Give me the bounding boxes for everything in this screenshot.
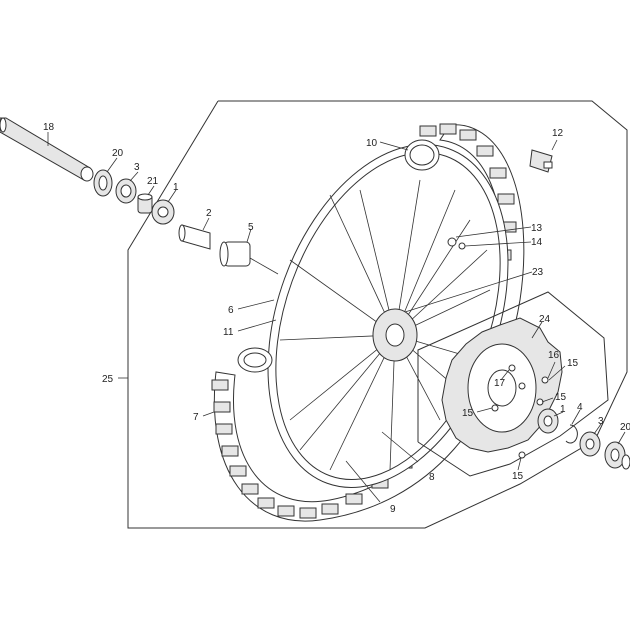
valve-13-14 [447,237,466,250]
leader-8 [381,431,419,463]
spacer-3-right [579,431,601,457]
leader-3 [129,171,139,182]
bearing-1-left [151,199,175,225]
callout-15d: 15 [512,471,524,482]
leader-21 [147,185,155,196]
spacer-21 [137,193,153,214]
callout-1b: 1 [560,404,566,415]
bearing-1-right [537,408,559,434]
leader-14 [464,241,532,247]
callout-2: 2 [206,208,212,219]
leader-15b [541,397,554,403]
callout-8: 8 [429,472,435,483]
leader-13 [455,226,532,238]
callout-6: 6 [228,305,234,316]
leader-7 [202,411,215,417]
spacer-2 [178,224,211,250]
callout-23: 23 [532,267,544,278]
callout-15b: 15 [555,392,567,403]
hub [372,308,418,362]
callout-4: 4 [577,402,583,413]
leader-15a [548,365,566,381]
leader-11 [237,319,277,332]
leader-16 [547,361,556,379]
callout-12: 12 [552,128,564,139]
callout-18: 18 [43,122,55,133]
leader-5 [246,228,252,243]
callout-5: 5 [248,222,254,233]
axle-end-right [621,454,630,470]
brake-sub-boundary [417,291,609,477]
callout-7: 7 [193,412,199,423]
clip-12 [529,149,553,173]
callout-14: 14 [531,237,543,248]
seal-20 [93,169,113,197]
callout-21: 21 [147,176,159,187]
callout-17: 17 [494,378,506,389]
spacer-5 [219,241,279,275]
rim-band-10 [404,139,440,171]
axle-18 [0,117,94,182]
circlip-4 [565,424,578,444]
leader-1b [553,411,564,417]
callout-20b: 20 [620,422,630,433]
leader-17 [500,369,510,381]
leader-9 [345,460,381,503]
leader-10 [379,141,409,151]
callout-1: 1 [173,182,179,193]
leader-23 [404,271,533,313]
callout-3b: 3 [598,416,604,427]
assembly-25-boundary [127,100,628,529]
leader-15c [476,407,493,413]
leader-6 [237,299,275,310]
leader-15d [517,457,522,471]
leader-4 [571,409,581,425]
leader-3b [593,423,602,435]
callout-15c: 15 [462,408,474,419]
leader-20 [106,157,118,173]
leader-24 [531,321,543,339]
leader-12 [551,139,558,151]
tire-7 [211,123,525,522]
leader-20b [617,431,626,445]
callout-20: 20 [112,148,124,159]
callout-10: 10 [366,138,378,149]
callout-9: 9 [390,504,396,515]
callout-11: 11 [223,327,234,338]
leader-2 [202,217,210,231]
callout-24: 24 [539,314,551,325]
leader-1 [167,189,177,203]
callout-16: 16 [548,350,560,361]
callout-15a: 15 [567,358,579,369]
callout-25: 25 [102,374,114,385]
spacer-3 [115,178,137,204]
rim-band-lower [237,347,273,373]
callout-3: 3 [134,162,140,173]
callout-13: 13 [531,223,543,234]
